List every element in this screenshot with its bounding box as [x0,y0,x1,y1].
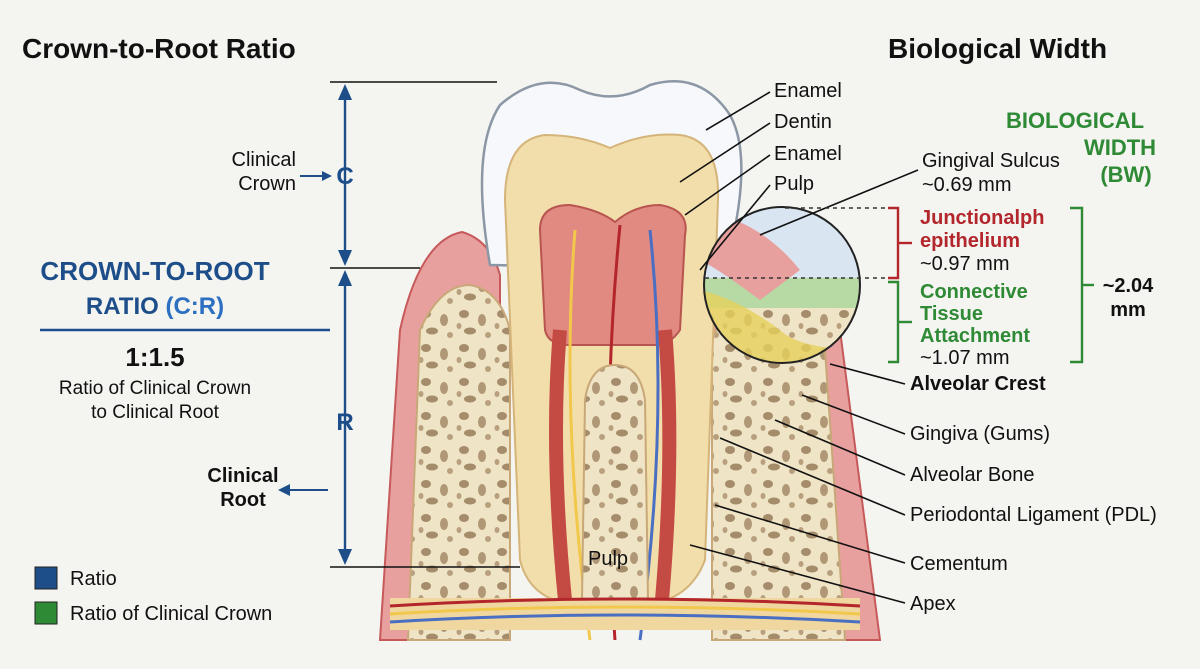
je-label-2: epithelium [920,230,1020,252]
ct-label-1: Connective [920,281,1028,303]
legend-label-ratio: Ratio [70,568,117,590]
bw-heading-2: WIDTH [1084,135,1156,160]
alveolar-bone-left [406,283,511,641]
ratio-panel: C R Clinical Crown CROWN-TO-ROOT RATIO (… [40,81,520,568]
c-letter: C [336,163,353,190]
pulp-bottom-label: Pulp [588,548,628,570]
clinical-crown-label: Clinical [232,149,296,171]
clinical-root-label: Clinical [207,465,278,487]
r-letter: R [336,409,353,436]
cementum-label: Cementum [910,553,1008,575]
ratio-desc-2: to Clinical Root [91,402,219,423]
gingiva-label: Gingiva (Gums) [910,423,1050,445]
tooth-illustration [378,80,882,641]
cr-heading-2b: (C:R) [165,293,224,320]
bw-total-unit: mm [1110,299,1146,321]
bw-heading-3: (BW) [1100,162,1151,187]
je-value: ~0.97 mm [920,253,1009,275]
ct-value: ~1.07 mm [920,347,1009,369]
legend-swatch-clinical-crown [34,601,58,625]
right-labels: Gingiva (Gums) Alveolar Bone Periodontal… [689,394,1157,615]
enamel-top-label: Enamel [774,80,842,102]
cr-heading-2a: RATIO [86,293,166,320]
tooth-labels: Enamel Dentin Enamel Pulp Pulp [588,80,842,570]
right-title: Biological Width [888,33,1107,64]
left-title: Crown-to-Root Ratio [22,33,296,64]
clinical-root-label-2: Root [220,489,266,511]
ct-label-3: Attachment [920,325,1030,347]
bw-magnifier [703,206,861,364]
sulcus-value: ~0.69 mm [922,174,1011,196]
apex-label: Apex [910,593,956,615]
bw-panel: BIOLOGICAL WIDTH (BW) Gingival Sulcus ~0… [705,108,1156,395]
pulp-top-label: Pulp [774,173,814,195]
bw-heading-1: BIOLOGICAL [1006,108,1144,133]
bw-total-value: ~2.04 [1103,275,1154,297]
ratio-value: 1:1.5 [125,342,184,372]
legend-swatch-ratio [34,566,58,590]
interradicular-bone [580,363,650,601]
cr-heading-2: RATIO (C:R) [86,293,224,320]
je-label-1: Junctionalph [920,207,1044,229]
ct-label-2: Tissue [920,303,983,325]
cr-heading: CROWN-TO-ROOT [40,256,269,286]
pdl-label: Periodontal Ligament (PDL) [910,504,1157,526]
legend: Ratio Ratio of Clinical Crown [34,566,272,625]
bone-label: Alveolar Bone [910,464,1035,486]
dentin-label: Dentin [774,111,832,133]
sulcus-label: Gingival Sulcus [922,150,1060,172]
ratio-desc-1: Ratio of Clinical Crown [59,378,251,399]
enamel-mid-label: Enamel [774,143,842,165]
clinical-crown-label-2: Crown [238,173,296,195]
root-canal-left [549,329,572,601]
alveolar-crest-label: Alveolar Crest [910,373,1046,395]
legend-label-clinical-crown: Ratio of Clinical Crown [70,603,272,625]
root-canal-right [655,329,677,601]
